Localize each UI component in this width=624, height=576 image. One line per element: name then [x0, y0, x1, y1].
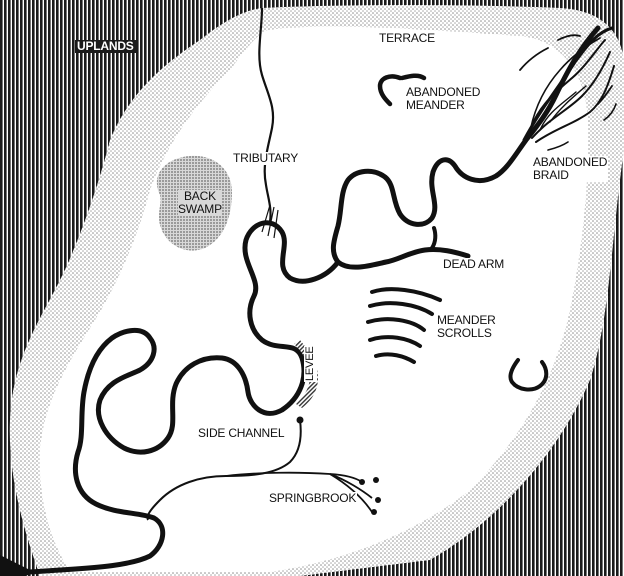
label-uplands: UPLANDS: [75, 40, 136, 53]
springbrook-node: [359, 479, 365, 485]
label-abandoned-braid-line2: BRAID: [533, 169, 607, 182]
side-channel-end-node: [297, 417, 304, 424]
label-tributary: TRIBUTARY: [232, 152, 299, 165]
label-back-swamp-line2: SWAMP: [178, 203, 222, 216]
label-abandoned-meander: ABANDONED MEANDER: [405, 86, 481, 112]
label-meander-scrolls-line2: SCROLLS: [437, 327, 496, 340]
springbrook-node: [373, 477, 379, 483]
label-back-swamp: BACK SWAMP: [178, 190, 222, 216]
label-springbrook: SPRINGBROOK: [268, 492, 357, 505]
label-terrace: TERRACE: [378, 32, 436, 45]
label-dead-arm: DEAD ARM: [442, 258, 505, 271]
label-side-channel: SIDE CHANNEL: [197, 427, 285, 440]
label-meander-scrolls: MEANDER SCROLLS: [436, 314, 497, 340]
label-abandoned-braid: ABANDONED BRAID: [532, 156, 608, 182]
abandoned-meander-oxbow-tail: [402, 76, 424, 78]
springbrook-node: [371, 509, 377, 515]
springbrook-node: [375, 497, 381, 503]
label-abandoned-meander-line2: MEANDER: [406, 99, 480, 112]
label-levee: LEVEE: [304, 346, 317, 382]
